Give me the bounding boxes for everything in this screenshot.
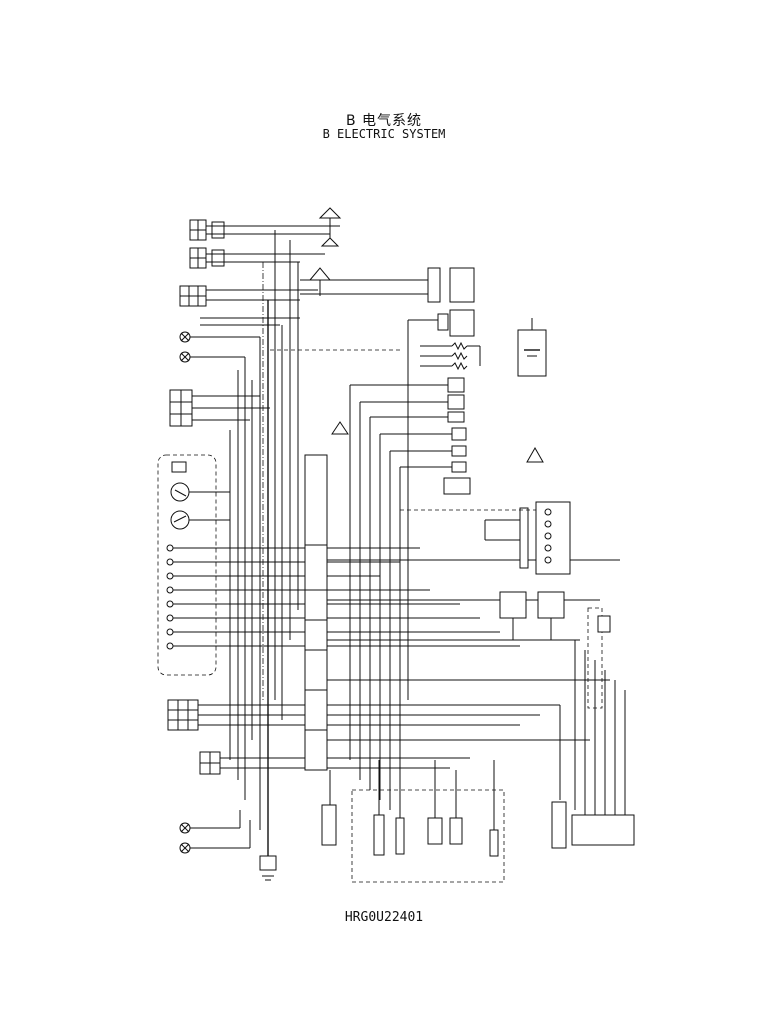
harness-right-bundle — [551, 640, 635, 849]
switch-block-2 — [189, 247, 325, 269]
modules-right — [499, 591, 611, 709]
fuse-relay-stack — [331, 377, 544, 810]
drawing-number: HRG0U22401 — [344, 910, 424, 925]
controller-box — [321, 760, 505, 883]
lamp-group-lower — [179, 810, 251, 854]
main-harness-verticals — [229, 230, 400, 860]
switch-block-3 — [179, 285, 318, 307]
resistor-bank — [420, 341, 481, 371]
instrument-cluster — [157, 454, 520, 676]
center-terminal-strip — [304, 454, 620, 771]
lamp-group-upper — [179, 317, 300, 363]
page-title-english: B ELECTRIC SYSTEM — [322, 127, 446, 141]
switch-block-1 — [189, 219, 340, 241]
ground-symbol — [259, 855, 277, 881]
page-title-chinese: B 电气系统 — [345, 113, 423, 129]
sensor-symbols-top — [308, 207, 342, 296]
connector-block-lower — [167, 699, 560, 775]
combination-switch — [169, 389, 270, 427]
connector-block-right — [400, 501, 571, 575]
battery — [517, 318, 547, 377]
